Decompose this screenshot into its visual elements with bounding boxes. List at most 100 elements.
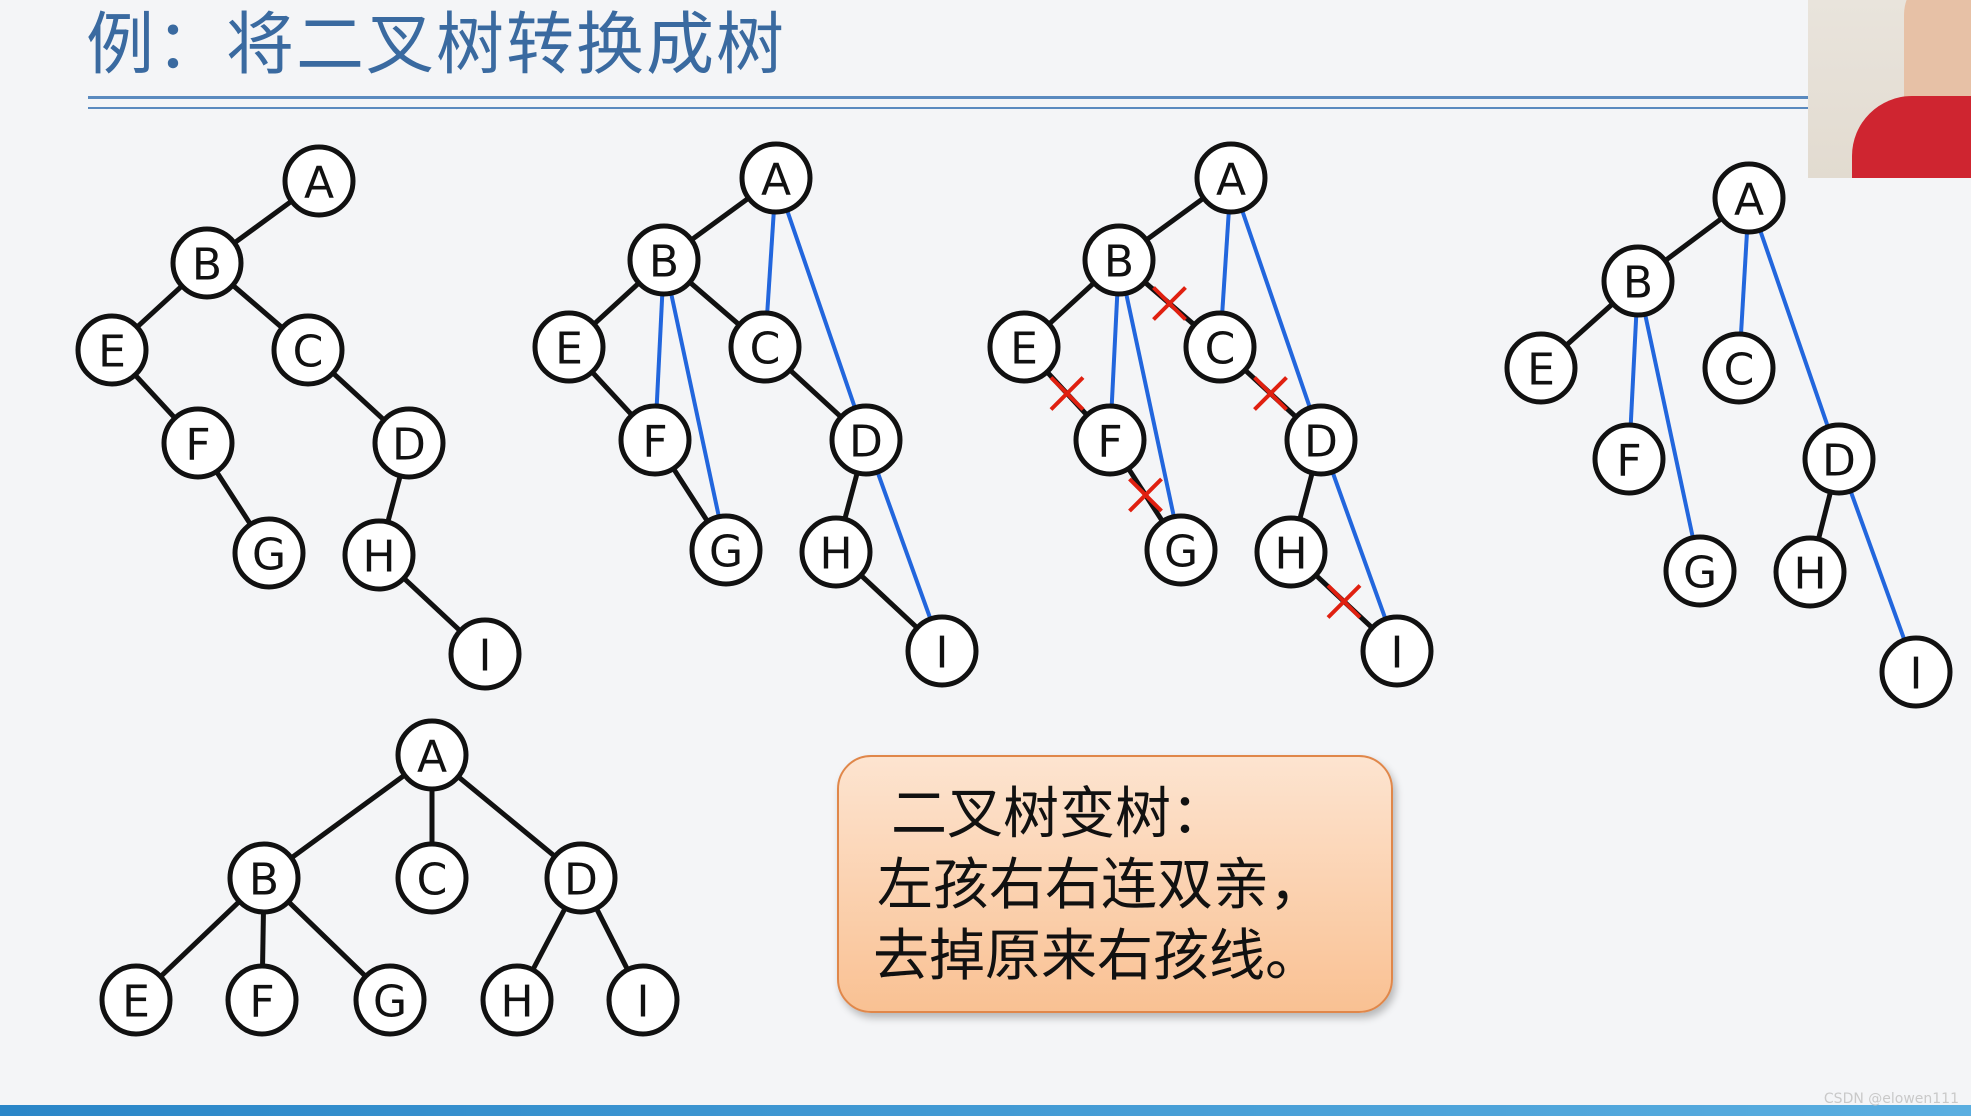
edge-DH-d1	[385, 475, 403, 523]
edge-HI-d2	[859, 573, 919, 630]
svg-text:F: F	[249, 977, 274, 1028]
parent-link-BF-d4	[1628, 314, 1639, 426]
parent-link-DI-d2	[875, 471, 933, 620]
svg-text:G: G	[1164, 527, 1198, 578]
edge-BE-d4	[1564, 301, 1615, 348]
parent-link-AD-d4	[1758, 229, 1830, 428]
svg-text:I: I	[637, 977, 650, 1028]
svg-text:G: G	[252, 530, 286, 581]
svg-text:E: E	[555, 324, 583, 375]
svg-text:A: A	[1734, 175, 1764, 226]
edge-CD-d2	[788, 368, 843, 419]
node-d-d5: D	[544, 841, 618, 915]
svg-text:A: A	[304, 158, 334, 209]
svg-text:C: C	[1724, 345, 1755, 396]
svg-text:D: D	[849, 417, 883, 468]
remove-mark-EF	[1049, 376, 1085, 411]
node-e-d5: E	[99, 963, 173, 1037]
parent-link-AC-d2	[765, 211, 776, 314]
node-f-d2: F	[618, 403, 692, 477]
node-g-d1: G	[232, 516, 306, 590]
note-line-3: 去掉原来右孩线。	[873, 924, 1321, 989]
svg-text:E: E	[98, 327, 126, 378]
edge-AB-d4	[1663, 216, 1724, 263]
svg-text:F: F	[185, 420, 210, 471]
remove-mark-BC	[1152, 286, 1187, 321]
parent-link-BG-d3	[1124, 292, 1176, 518]
svg-text:E: E	[1010, 324, 1038, 375]
node-c-d3: C	[1183, 310, 1257, 384]
svg-text:A: A	[417, 732, 447, 783]
edge-AB-d5	[289, 773, 407, 860]
presenter-webcam	[1808, 0, 1971, 178]
svg-text:B: B	[192, 240, 222, 291]
svg-text:I: I	[479, 631, 492, 682]
edge-AB-d1	[232, 199, 294, 245]
node-f-d1: F	[161, 406, 235, 480]
svg-text:I: I	[1391, 628, 1404, 679]
node-i-d5: I	[606, 963, 680, 1037]
remove-mark-FG	[1128, 477, 1163, 513]
node-i-d1: I	[448, 617, 522, 691]
node-d-d3: D	[1284, 403, 1358, 477]
parent-link-BG-d4	[1643, 313, 1695, 539]
node-i-d3: I	[1360, 614, 1434, 688]
parent-link-BF-d2	[654, 293, 665, 407]
rule-note-box: 二叉树变树： 左孩右右连双亲， 去掉原来右孩线。	[837, 755, 1393, 1013]
node-h-d3: H	[1254, 515, 1328, 589]
edge-FG-d1	[214, 470, 253, 526]
node-e-d3: E	[987, 310, 1061, 384]
edge-BE-d2	[592, 281, 641, 326]
node-e-d2: E	[532, 310, 606, 384]
node-d-d1: D	[372, 406, 446, 480]
svg-text:D: D	[392, 420, 426, 471]
node-h-d1: H	[342, 518, 416, 592]
svg-text:C: C	[750, 324, 781, 375]
edge-EF-d1	[133, 373, 177, 420]
node-b-d4: B	[1601, 244, 1675, 318]
node-d-d2: D	[829, 403, 903, 477]
parent-link-AC-d3	[1220, 211, 1231, 314]
edge-AD-d5	[456, 774, 557, 859]
svg-text:G: G	[1683, 548, 1717, 599]
edge-HI-d1	[402, 576, 462, 633]
svg-text:C: C	[1205, 324, 1236, 375]
node-g-d4: G	[1663, 534, 1737, 608]
slide-title: 例：将二叉树转换成树	[86, 6, 787, 85]
remove-mark-CD	[1253, 376, 1288, 411]
svg-text:I: I	[936, 628, 949, 679]
svg-text:I: I	[1910, 649, 1923, 700]
edge-DI-d5	[594, 907, 630, 971]
svg-text:H: H	[362, 532, 395, 583]
svg-text:B: B	[1623, 258, 1653, 309]
edge-BC-d2	[688, 280, 741, 327]
edge-DH-d3	[1297, 472, 1315, 520]
node-b-d2: B	[627, 223, 701, 297]
node-f-d3: F	[1073, 403, 1147, 477]
parent-link-BG-d2	[669, 292, 721, 518]
remove-mark-HI	[1326, 584, 1362, 619]
svg-text:H: H	[819, 529, 852, 580]
parent-link-AD-d3	[1240, 209, 1312, 409]
svg-text:G: G	[373, 977, 407, 1028]
edge-BG-d5	[286, 899, 368, 979]
node-g-d2: G	[689, 513, 763, 587]
parent-link-DI-d3	[1330, 471, 1388, 620]
edge-BE-d3	[1047, 281, 1096, 326]
edge-EF-d2	[590, 370, 634, 417]
presenter-shirt	[1852, 96, 1971, 178]
node-f-d5: F	[225, 963, 299, 1037]
node-e-d4: E	[1504, 331, 1578, 405]
edge-AB-d2	[689, 196, 751, 242]
parent-link-DI-d4	[1848, 490, 1907, 641]
edge-AB-d3	[1144, 196, 1206, 242]
note-line-2: 左孩右右连双亲，	[877, 853, 1325, 918]
node-b-d5: B	[227, 841, 301, 915]
node-b-d3: B	[1082, 223, 1156, 297]
edge-BE-d5	[158, 899, 242, 979]
node-a-d4: A	[1712, 161, 1786, 235]
node-g-d3: G	[1144, 513, 1218, 587]
svg-text:H: H	[500, 977, 533, 1028]
title-rule-top	[88, 96, 1808, 99]
node-a-d1: A	[282, 144, 356, 218]
